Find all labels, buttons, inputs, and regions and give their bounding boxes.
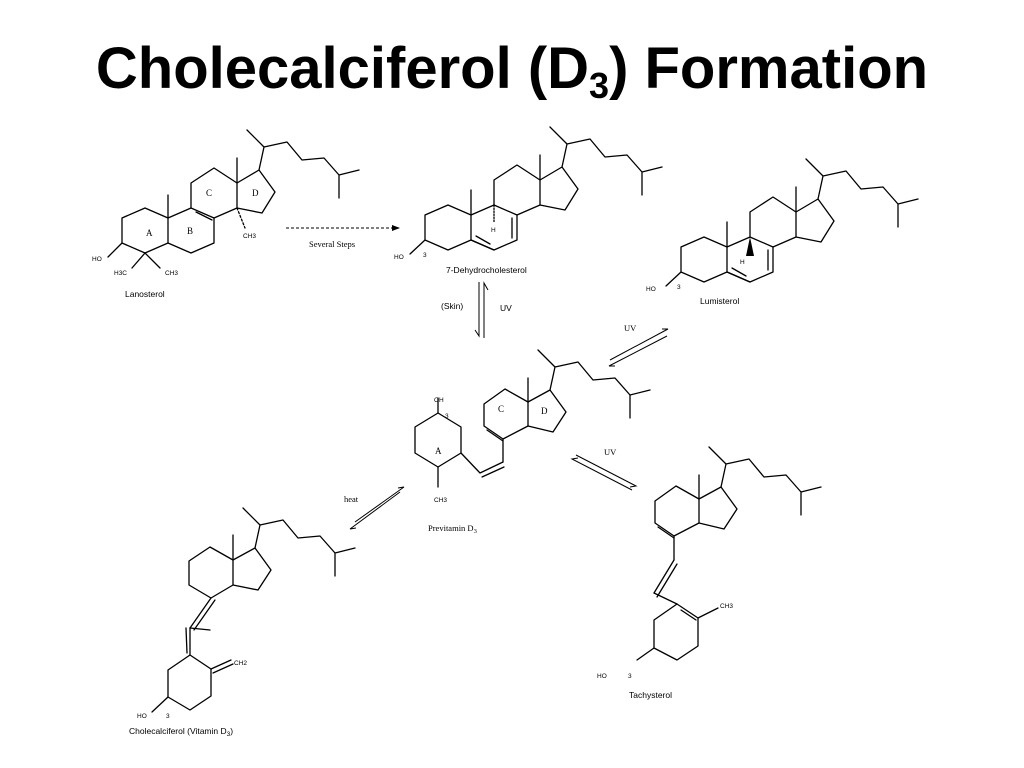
tachysterol-structure: CH3 HO 3 Tachysterol [597, 446, 822, 700]
tachysterol-label: Tachysterol [629, 690, 672, 700]
previtamin-label: Previtamin D [428, 523, 474, 533]
lanosterol-ch3-right: CH3 [165, 270, 178, 277]
page-title: Cholecalciferol (D3) Formation [0, 40, 1024, 104]
chole-tail: ) [230, 726, 233, 736]
prev-oh: OH [434, 397, 444, 404]
ring-label-b: B [187, 226, 193, 236]
dehydro-ho: HO [394, 254, 404, 261]
lumisterol-ho: HO [646, 286, 656, 293]
arrow-heat: heat [344, 486, 405, 530]
dehydrocholesterol-label: 7-Dehydrocholesterol [446, 265, 527, 275]
cholecalciferol-structure: CH2 HO 3 Cholecalciferol (Vitamin D3) [129, 507, 356, 738]
dehydrocholesterol-structure: H HO 3 7-Dehydrocholesterol [394, 126, 663, 275]
tachy-ch3: CH3 [720, 603, 733, 610]
heat-label: heat [344, 494, 359, 504]
dehydro-position: 3 [423, 252, 427, 259]
chole-ch2: CH2 [234, 660, 247, 667]
lumisterol-structure: H HO 3 Lumisterol [646, 158, 919, 306]
prev-ring-c: C [498, 404, 504, 414]
skin-label: (Skin) [441, 301, 463, 311]
ring-label-c: C [206, 188, 212, 198]
lumisterol-h: H [740, 259, 745, 266]
prev-ring-a: A [435, 446, 442, 456]
uv-tachysterol-label: UV [604, 447, 617, 457]
prev-ring-d: D [541, 406, 548, 416]
chole-ho: HO [137, 713, 147, 720]
arrow-several-steps: Several Steps [286, 225, 400, 249]
lanosterol-ch3-left: H3C [114, 270, 127, 277]
uv-skin-label: UV [500, 303, 512, 313]
chole-subscript: 3 [227, 731, 231, 738]
previtamin-structure: A C D OH 3 CH3 Previtamin D3 [414, 349, 651, 535]
lanosterol-ho: HO [92, 256, 102, 263]
svg-text:Cholecalciferol (Vitamin D3): Cholecalciferol (Vitamin D3) [129, 726, 233, 738]
lanosterol-ch3-c14: CH3 [243, 233, 256, 240]
lumisterol-label: Lumisterol [700, 296, 739, 306]
ring-label-a: A [146, 228, 153, 238]
chole-position: 3 [166, 713, 170, 720]
lanosterol-structure: A B C D HO H3C CH3 CH3 Lanosterol [92, 129, 360, 299]
tachy-position: 3 [628, 673, 632, 680]
title-tail: ) Formation [609, 36, 929, 101]
prev-position: 3 [445, 413, 449, 420]
prev-ch3: CH3 [434, 497, 447, 504]
arrow-skin-uv: (Skin) UV [441, 281, 512, 338]
tachy-ho: HO [597, 673, 607, 680]
lumisterol-position: 3 [677, 284, 681, 291]
uv-lumisterol-label: UV [624, 323, 637, 333]
several-steps-label: Several Steps [309, 239, 355, 249]
svg-text:Previtamin D3: Previtamin D3 [428, 523, 477, 535]
title-subscript: 3 [589, 65, 610, 106]
cholecalciferol-label: Cholecalciferol (Vitamin D [129, 726, 227, 736]
previtamin-subscript: 3 [474, 528, 477, 535]
lanosterol-label: Lanosterol [125, 289, 165, 299]
arrow-tachysterol: UV [570, 447, 638, 491]
title-main: Cholecalciferol (D [95, 36, 590, 101]
dehydro-h: H [491, 227, 496, 234]
arrow-lumisterol: UV [608, 323, 669, 367]
ring-label-d: D [252, 188, 259, 198]
